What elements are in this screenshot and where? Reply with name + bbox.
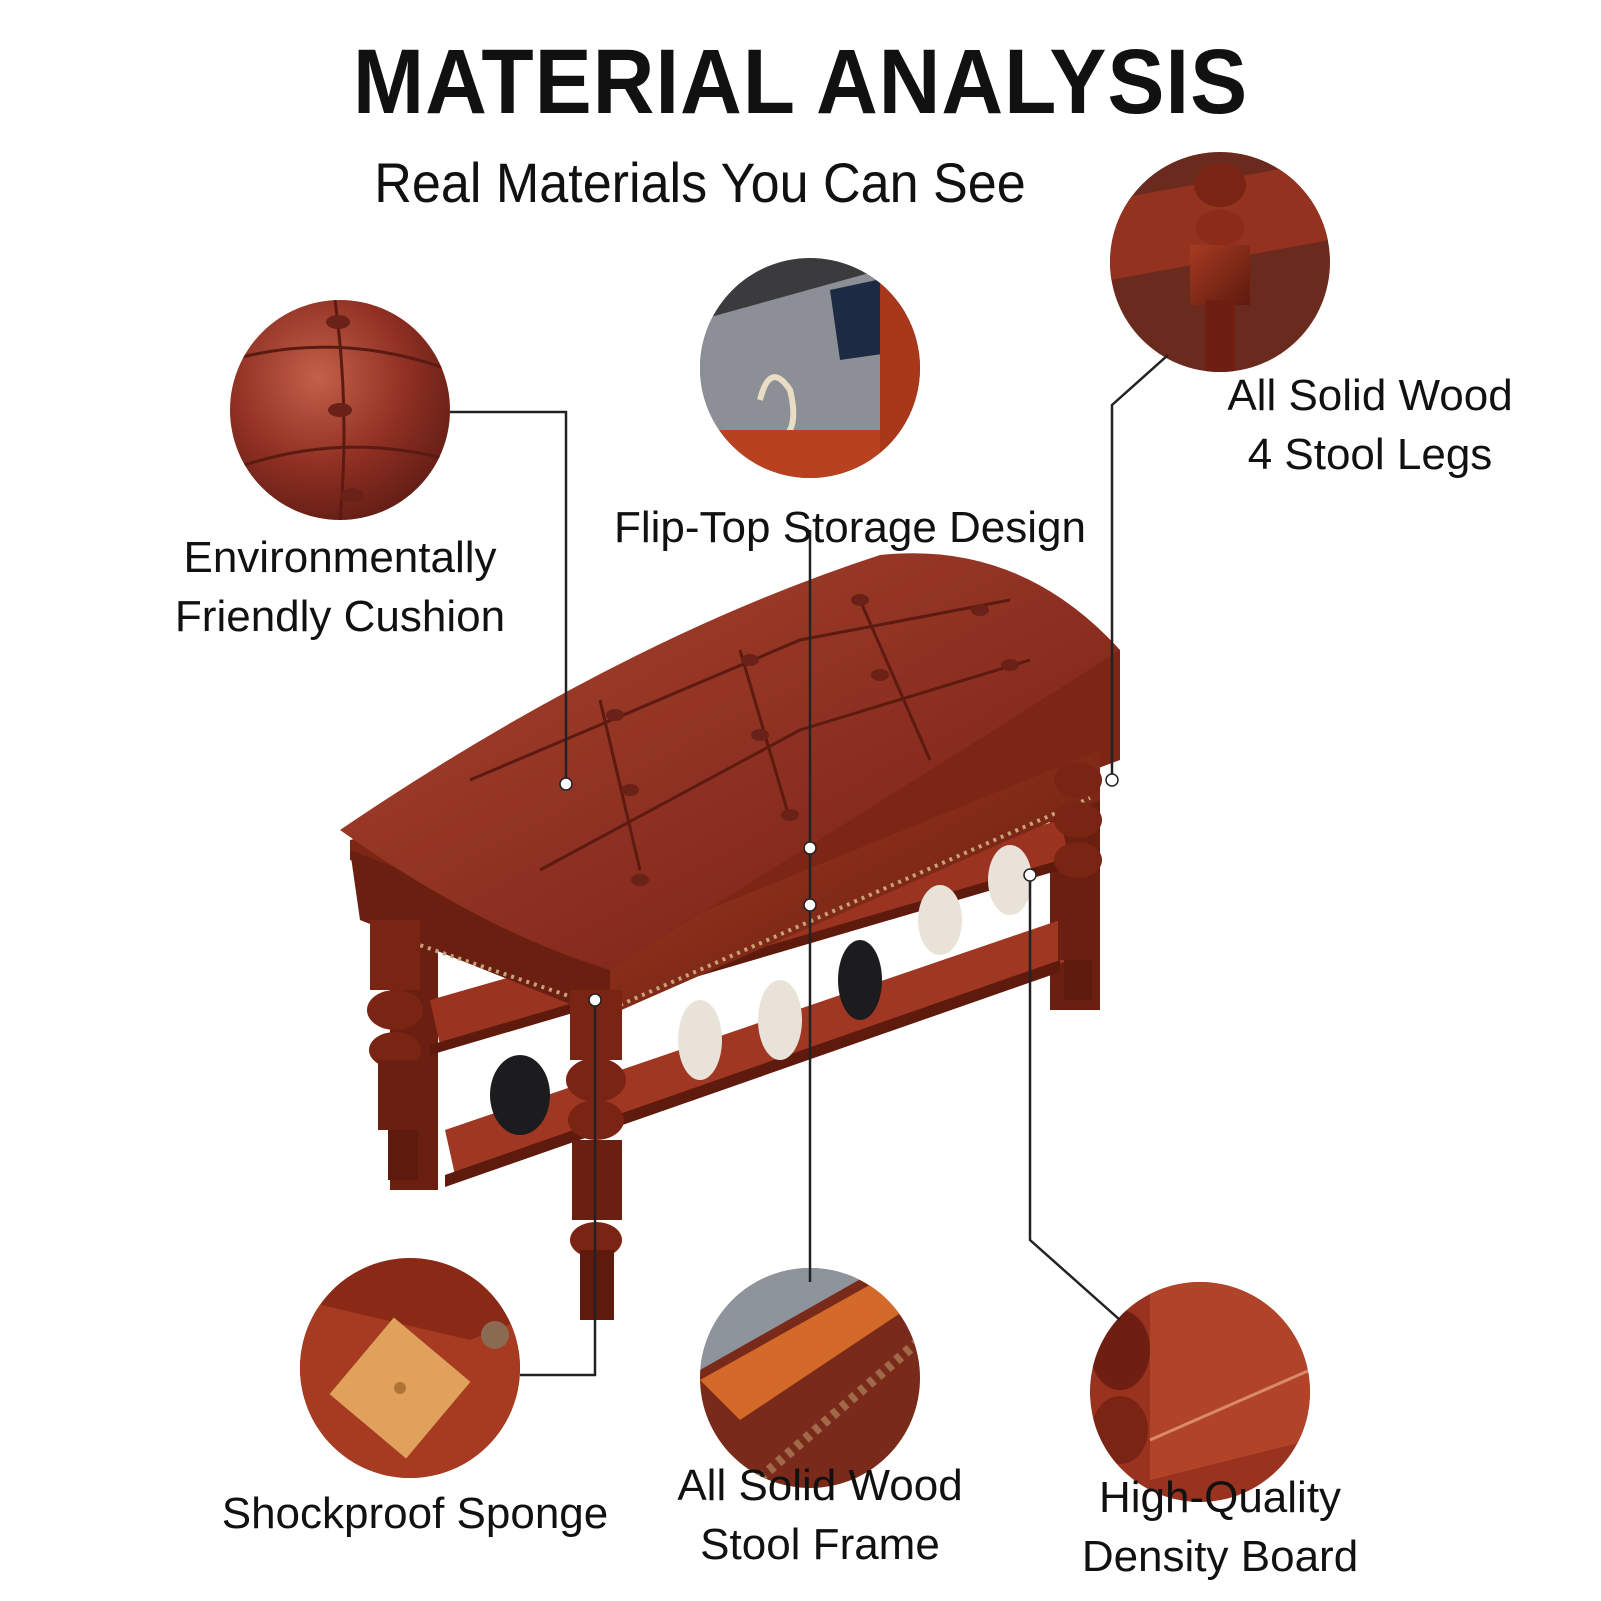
storage-detail-image [700,258,920,478]
front-leg-left [367,920,423,1180]
shoes-illustration [490,845,1032,1135]
page-title: MATERIAL ANALYSIS [352,31,1249,133]
sponge-detail-image [300,1258,520,1478]
legs-detail-image [1110,152,1330,372]
callout-frame: All Solid Wood Stool Frame [677,1461,963,1570]
frame-detail-image [700,1268,920,1488]
bench-illustration [340,553,1120,1320]
callout-legs: All Solid Wood 4 Stool Legs [1227,371,1513,480]
cushion-detail-image [230,300,450,520]
callout-dots [559,773,1119,1007]
callout-storage: Flip-Top Storage Design [613,503,1086,552]
page-subtitle: Real Materials You Can See [374,151,1026,214]
callout-cushion: Environmentally Friendly Cushion [174,533,506,642]
back-leg-right [1054,762,1102,1000]
callout-board: High-Quality Density Board [1081,1473,1359,1582]
callout-sponge: Shockproof Sponge [221,1489,609,1538]
